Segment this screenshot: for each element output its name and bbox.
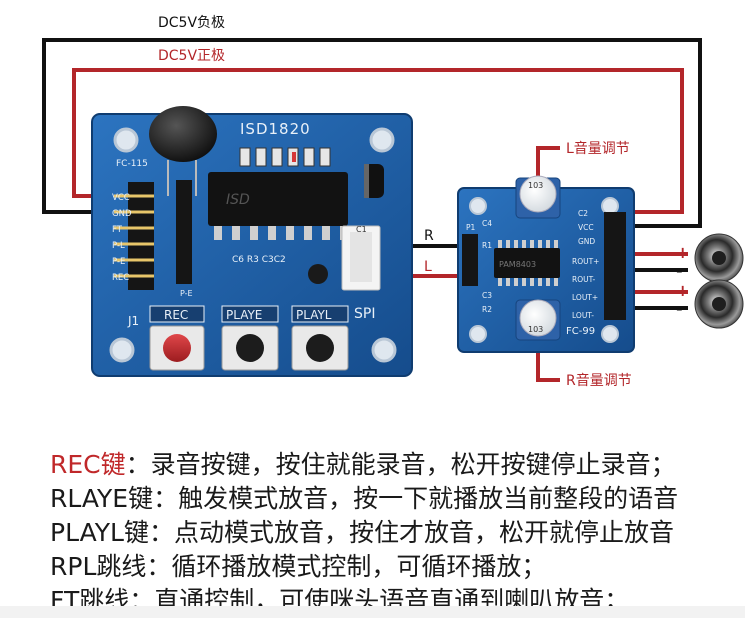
bottom-bar	[0, 606, 745, 618]
pot-bottom-label: 103	[528, 325, 543, 334]
desc-text-rec: ：录音按键，按住就能录音，松开按键停止录音；	[125, 450, 676, 479]
desc-text-rpl: ：循环播放模式控制，可循环播放；	[146, 552, 547, 581]
polarity-rout-minus: -	[676, 261, 683, 280]
speaker-left-icon	[694, 279, 744, 329]
isd-pin-pl: P-L	[112, 241, 125, 251]
amp-output-header	[604, 212, 626, 320]
isd1820-board: ISD1820 FC-115 VCC GND FT P-L P-E	[91, 106, 413, 377]
polarity-rout-plus: +	[676, 243, 689, 262]
microphone-icon	[149, 106, 217, 162]
amp-pin-vcc: VCC	[578, 223, 594, 232]
isd-chip-text: ISD	[226, 192, 250, 208]
wire-dc-positive	[72, 68, 684, 214]
playe-button[interactable]: PLAYE	[221, 305, 279, 371]
label-dc-negative: DC5V负极	[158, 15, 225, 31]
isd-pin-ft: FT	[112, 225, 123, 235]
isd-board-model: FC-115	[116, 159, 148, 169]
amp-label-r2: R2	[482, 305, 492, 314]
playl-button-label: PLAYL	[296, 308, 332, 322]
amp-board: 103 103 PAM8403 C4 C3 R1 R2 P1	[457, 175, 635, 353]
desc-term-rec: REC键	[50, 450, 126, 479]
isd-pin-vcc: VCC	[112, 193, 130, 203]
pot-top-label: 103	[528, 181, 543, 190]
isd-pin-pe: P-E	[112, 257, 125, 267]
desc-term-playl: PLAYL键	[50, 518, 149, 547]
label-l-volume: L音量调节	[566, 140, 630, 157]
desc-text-rlaye: ：触发模式放音，按一下就播放当前整段的语音	[153, 484, 679, 513]
rec-button-label: REC	[164, 308, 188, 322]
isd-parts-label: C6 R3 C3C2	[232, 255, 286, 265]
playe-button-label: PLAYE	[226, 308, 262, 322]
isd-pin-gnd: GND	[112, 209, 132, 219]
l-volume-potentiometer[interactable]: 103	[515, 175, 561, 219]
amp-label-r1: R1	[482, 241, 492, 250]
amp-input-header	[462, 234, 478, 286]
label-dc-positive: DC5V正极	[158, 48, 225, 64]
jumper-header	[176, 180, 192, 284]
isd-label-c1: C1	[356, 225, 367, 234]
callout-r-volume	[536, 350, 560, 382]
isd-board-title: ISD1820	[240, 120, 311, 138]
wire-dc-negative	[42, 38, 702, 228]
amp-pin-c2: C2	[578, 209, 588, 218]
speaker-right-icon	[694, 233, 744, 283]
isd-pin-rec: REC	[112, 273, 129, 283]
r-volume-potentiometer[interactable]: 103	[515, 299, 561, 341]
desc-term-rlaye: RLAYE键	[50, 484, 154, 513]
rec-button[interactable]: REC	[149, 305, 205, 371]
isd-label-spi: SPI	[354, 306, 375, 322]
amp-chip	[494, 248, 560, 278]
desc-term-rpl: RPL跳线	[50, 552, 147, 581]
amp-label-p1: P1	[466, 223, 476, 232]
amp-pin-rout-minus: ROUT-	[572, 275, 595, 284]
isd-label-j1: J1	[127, 314, 139, 328]
amp-label-c4: C4	[482, 219, 492, 228]
label-wire-l: L	[424, 259, 432, 275]
label-r-volume: R音量调节	[566, 372, 632, 389]
desc-text-playl: ：点动模式放音，按住才放音，松开就停止放音	[148, 518, 674, 547]
desc-line-rpl: RPL跳线：循环播放模式控制，可循环播放；	[50, 550, 745, 584]
label-wire-r: R	[424, 228, 434, 244]
amp-pin-lout-minus: LOUT-	[572, 311, 594, 320]
polarity-lout-minus: -	[676, 299, 683, 318]
isd-chip	[208, 172, 348, 226]
desc-line-rlaye: RLAYE键：触发模式放音，按一下就播放当前整段的语音	[50, 482, 745, 516]
amp-pin-rout-plus: ROUT+	[572, 257, 599, 266]
amp-chip-text: PAM8403	[499, 260, 536, 269]
isd-pin-header	[128, 182, 154, 290]
amp-pin-gnd: GND	[578, 237, 595, 246]
amp-pin-lout-plus: LOUT+	[572, 293, 598, 302]
polarity-lout-plus: +	[676, 281, 689, 300]
diagram-canvas: DC5V负极 DC5V正极 R L L音量调节 R音量调节 ISD1820 FC…	[42, 15, 744, 389]
playl-button[interactable]: PLAYL	[291, 305, 349, 371]
desc-line-rec: REC键：录音按键，按住就能录音，松开按键停止录音；	[50, 448, 745, 482]
callout-l-volume	[536, 146, 560, 176]
isd-label-pe: P-E	[180, 289, 193, 298]
desc-line-playl: PLAYL键：点动模式放音，按住才放音，松开就停止放音	[50, 516, 745, 550]
amp-board-model: FC-99	[566, 326, 595, 337]
amp-label-c3: C3	[482, 291, 492, 300]
description-list: REC键：录音按键，按住就能录音，松开按键停止录音； RLAYE键：触发模式放音…	[50, 448, 745, 618]
